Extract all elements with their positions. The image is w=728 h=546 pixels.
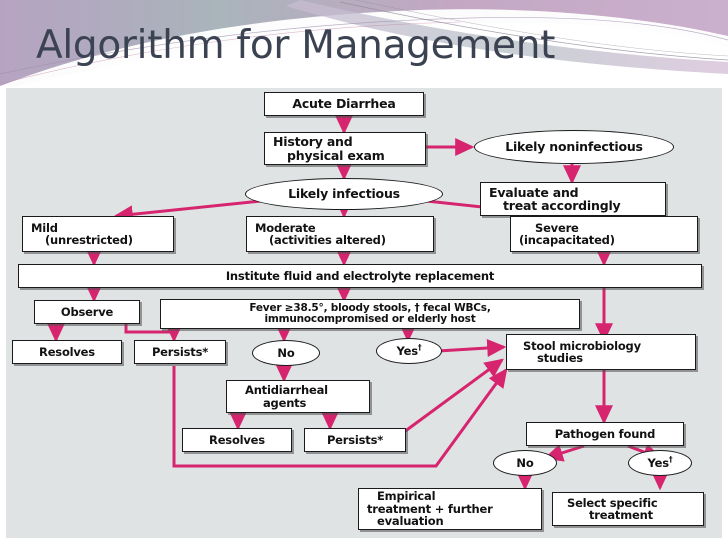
node-label-line1: Evaluate and — [489, 184, 579, 200]
dagger-symbol: † — [668, 455, 673, 465]
node-label: No — [516, 455, 534, 470]
node-yes-1[interactable]: Yes† — [376, 338, 442, 364]
node-persists-1[interactable]: Persists* — [134, 340, 226, 364]
node-label-line2: (unrestricted) — [45, 233, 133, 247]
node-likely-infectious[interactable]: Likely infectious — [245, 178, 443, 210]
node-select-specific[interactable]: Select specific treatment — [552, 492, 704, 526]
slide-banner: Algorithm for Management — [0, 0, 728, 88]
node-label-line2: physical exam — [287, 147, 385, 163]
node-severe[interactable]: Severe (incapacitated) — [510, 216, 698, 252]
node-likely-noninfectious[interactable]: Likely noninfectious — [474, 130, 674, 164]
node-label-line1: Moderate — [255, 220, 316, 235]
node-label: Likely noninfectious — [505, 139, 643, 155]
node-label: Yes — [396, 344, 419, 359]
node-label: Resolves — [209, 432, 265, 447]
node-yes-2[interactable]: Yes† — [628, 450, 692, 476]
node-label-line2: agents — [263, 395, 307, 410]
node-no-1[interactable]: No — [252, 340, 320, 366]
node-label-line1: Select specific — [567, 495, 658, 510]
banner-artwork — [0, 0, 728, 88]
node-institute-fluid[interactable]: Institute fluid and electrolyte replacem… — [18, 264, 702, 288]
node-label-line1: History and — [273, 134, 353, 149]
node-label: Persists* — [151, 344, 209, 359]
node-label: Yes — [647, 456, 670, 471]
node-label-line1: Fever ≥38.5°, bloody stools, † fecal WBC… — [249, 301, 491, 314]
node-antidiarrheal[interactable]: Antidiarrheal agents — [226, 380, 370, 413]
page-title: Algorithm for Management — [36, 23, 556, 68]
node-pathogen-found[interactable]: Pathogen found — [526, 422, 684, 446]
node-evaluate-treat[interactable]: Evaluate and treat accordingly — [480, 182, 666, 216]
node-label-line1: Mild — [31, 220, 58, 235]
node-label-line1: Empirical — [377, 489, 436, 504]
node-observe[interactable]: Observe — [34, 300, 140, 324]
node-label: Pathogen found — [554, 426, 656, 441]
node-label: No — [277, 345, 295, 360]
node-label-line2: studies — [537, 351, 583, 365]
node-history-exam[interactable]: History and physical exam — [264, 132, 426, 165]
node-no-2[interactable]: No — [493, 450, 557, 476]
node-label: Resolves — [39, 344, 95, 359]
node-label-line1: Stool microbiology — [523, 338, 641, 353]
node-label-line1: Antidiarrheal — [245, 383, 328, 398]
node-resolves-1[interactable]: Resolves — [12, 340, 122, 364]
node-label-line2: treatment — [589, 508, 653, 522]
node-label-line1: Severe — [535, 220, 579, 235]
node-acute-diarrhea[interactable]: Acute Diarrhea — [264, 92, 424, 116]
node-label-line2: immunocompromised or elderly host — [264, 313, 476, 325]
node-label: Acute Diarrhea — [292, 96, 396, 112]
node-label-line2: treatment + further — [367, 501, 493, 516]
node-label: Observe — [60, 304, 114, 319]
node-moderate[interactable]: Moderate (activities altered) — [246, 216, 434, 252]
flowchart-canvas: Acute Diarrhea History and physical exam… — [6, 88, 722, 538]
node-persists-2[interactable]: Persists* — [304, 428, 406, 452]
node-label: Persists* — [326, 432, 384, 447]
node-label-line2: treat accordingly — [503, 198, 621, 213]
node-resolves-2[interactable]: Resolves — [182, 428, 292, 452]
node-fever-criteria[interactable]: Fever ≥38.5°, bloody stools, † fecal WBC… — [160, 299, 580, 329]
node-empirical-treatment[interactable]: Empirical treatment + further evaluation — [358, 488, 542, 530]
node-label: Institute fluid and electrolyte replacem… — [225, 268, 495, 283]
node-label-line3: evaluation — [377, 514, 444, 529]
dagger-symbol: † — [417, 343, 422, 353]
node-label: Likely infectious — [288, 186, 400, 202]
node-label-line2: (incapacitated) — [519, 233, 615, 247]
node-label-line2: (activities altered) — [269, 233, 386, 247]
node-mild[interactable]: Mild (unrestricted) — [22, 216, 174, 252]
node-stool-microbiology[interactable]: Stool microbiology studies — [506, 334, 696, 370]
